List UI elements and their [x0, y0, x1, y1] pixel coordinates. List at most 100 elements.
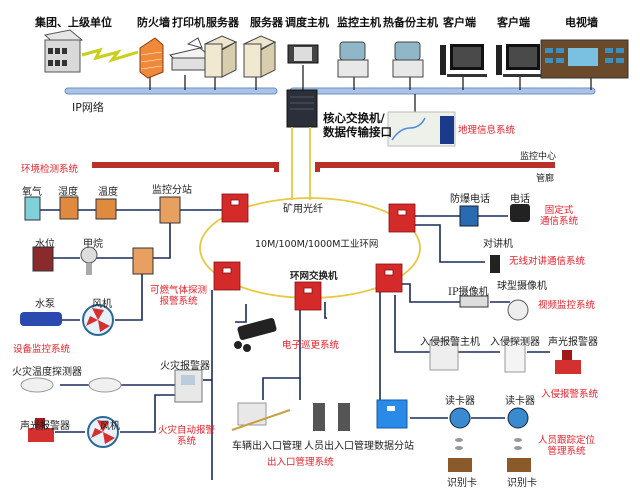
pedestrian-gate-icon: [313, 403, 350, 431]
explosion-proof-phone-icon: [459, 205, 479, 227]
label-id-card-2: 识别卡: [507, 478, 537, 489]
gas-substation-icon: [132, 247, 154, 275]
label-telephone: 电话: [510, 194, 530, 205]
backup-host-icon: [392, 41, 424, 78]
building-icon: [43, 29, 84, 73]
fan-icon: [82, 304, 114, 336]
label-client: 客户端: [443, 16, 476, 29]
ring-switch-left: [213, 261, 241, 291]
data-substation-icon: [376, 399, 408, 429]
intrusion-detector-icon: [504, 339, 526, 373]
label-intrusion-host: 入侵报警主机: [420, 337, 480, 348]
label-fixed-comms-system: 固定式通信系统: [540, 205, 579, 227]
label-firewall: 防火墙: [137, 16, 170, 29]
label-walkie-talkie: 对讲机: [483, 239, 513, 250]
ring-switch-top-right: [388, 203, 416, 233]
label-monitoring-center: 监控中心: [520, 152, 557, 162]
humidity-sensor-icon: [59, 196, 79, 220]
label-temperature: 温度: [98, 187, 118, 198]
label-dispatch-host: 调度主机: [285, 16, 329, 29]
ip-network-bus-right: [289, 87, 596, 95]
server-icon: [203, 35, 238, 78]
ip-camera-icon: [459, 295, 489, 308]
label-industrial-ring: 10M/100M/1000M工业环网: [255, 239, 379, 250]
label-fire-alarm: 火灾报警器: [160, 361, 210, 372]
label-video-wall: 电视墙: [565, 16, 598, 29]
heat-detector-icon: [20, 377, 54, 393]
label-tracking-system: 人员跟踪定位管理系统: [538, 435, 596, 457]
label-card-reader-2: 读卡器: [505, 396, 535, 407]
ring-switch-right: [375, 263, 403, 293]
label-access-system: 出入口管理系统: [267, 457, 334, 468]
label-core-switch: 核心交换机/数据传输接口: [323, 111, 392, 139]
label-id-card: 识别卡: [447, 478, 477, 489]
fan-icon-2: [87, 416, 119, 448]
label-dome-camera: 球型摄像机: [497, 281, 547, 292]
vehicle-gate-icon: [231, 402, 291, 431]
label-fire-system: 火灾自动报警系统: [158, 425, 216, 447]
label-methane: 甲烷: [83, 239, 103, 250]
fire-alarm-panel-icon: [174, 369, 203, 403]
label-monitoring-host: 监控主机: [337, 16, 381, 29]
ring-switch-top-left: [221, 193, 249, 223]
patrol-reader-icon: [234, 317, 277, 352]
label-gis-system: 地理信息系统: [458, 125, 516, 136]
monitoring-host-icon: [337, 41, 369, 78]
telephone-icon: [510, 204, 530, 222]
label-environment-system: 环境检测系统: [21, 164, 79, 175]
label-patrol-system: 电子巡更系统: [282, 340, 340, 351]
fiber-link: [291, 127, 311, 200]
gallery-wall: [92, 162, 555, 172]
client-pc-icon: [440, 44, 487, 77]
label-group-unit: 集团、上级单位: [35, 16, 112, 29]
label-fan: 风机: [92, 299, 112, 310]
label-ring-switch: 环网交换机: [290, 271, 338, 282]
sound-light-alarm-icon: [28, 418, 54, 442]
client-pc-icon-2: [496, 44, 543, 77]
signal-icon: [455, 438, 522, 450]
label-water-pump: 水泵: [35, 299, 55, 310]
label-explosion-proof-phone: 防爆电话: [450, 194, 490, 205]
intrusion-host-icon: [429, 339, 459, 371]
label-sound-light-alarm-2: 声光报警器: [548, 337, 598, 348]
label-intrusion-detector: 入侵探测器: [490, 337, 540, 348]
label-oxygen: 氧气: [22, 187, 42, 198]
label-ip-camera: IP摄像机: [448, 287, 489, 298]
ip-network-bus: [64, 87, 278, 95]
label-fan-2: 风机: [100, 421, 120, 432]
firewall-icon: [139, 37, 164, 79]
water-level-sensor-icon: [32, 246, 54, 272]
label-pedestrian-gate: 人员出入口管理: [304, 441, 374, 452]
oxygen-sensor-icon: [24, 196, 41, 221]
id-card-icon: [448, 458, 472, 472]
label-video-system: 视频监控系统: [538, 300, 596, 311]
label-equipment-system: 设备监控系统: [13, 344, 71, 355]
ring-switch-bottom: [294, 281, 322, 311]
temperature-sensor-icon: [95, 198, 117, 220]
label-heat-detector: 火灾温度探测器: [12, 367, 82, 378]
gis-map-icon: [387, 111, 456, 147]
label-vehicle-gate: 车辆出入口管理: [232, 441, 302, 452]
label-gas-system: 可燃气体探测报警系统: [150, 285, 208, 307]
dome-camera-icon: [507, 299, 529, 321]
wan-link-icon: [81, 47, 139, 63]
sound-light-alarm-icon-2: [555, 350, 581, 374]
label-server-2: 服务器: [250, 16, 283, 29]
walkie-talkie-icon: [490, 255, 500, 273]
server-icon-2: [242, 35, 277, 78]
id-card-icon-2: [507, 458, 531, 472]
label-printer: 打印机: [172, 16, 205, 29]
label-mine-fiber: 矿用光纤: [283, 204, 323, 215]
card-reader-icon: [449, 407, 471, 429]
label-card-reader: 读卡器: [445, 396, 475, 407]
label-humidity: 湿度: [58, 187, 78, 198]
label-data-substation: 数据分站: [374, 441, 414, 452]
label-wireless-system: 无线对讲通信系统: [509, 256, 586, 267]
label-gallery: 管廊: [536, 174, 555, 184]
label-client-2: 客户端: [497, 16, 530, 29]
dispatch-host-icon: [287, 44, 319, 64]
label-intrusion-system: 入侵报警系统: [541, 389, 599, 400]
label-sound-light-alarm: 声光报警器: [20, 421, 70, 432]
monitoring-substation-icon: [159, 196, 181, 224]
